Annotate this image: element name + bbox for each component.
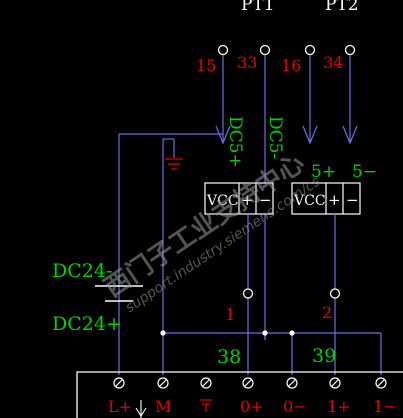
terminal-15-label: 15 xyxy=(196,56,216,75)
node-1-label: 1 xyxy=(225,305,235,324)
pt2-5minus-label: 5− xyxy=(352,162,377,182)
watermark-cn: 西门子工业支持中心 xyxy=(99,148,310,304)
sensor-block-pt1: VCC + − xyxy=(204,182,274,215)
junction-dots xyxy=(160,330,295,336)
dc24-minus-label: DC24- xyxy=(52,260,112,282)
channel-label-pt2: PT2 xyxy=(325,0,359,15)
supply-wires xyxy=(118,133,382,375)
module-label-m: M xyxy=(155,397,171,416)
pt2-plus-label: + xyxy=(328,191,341,209)
module-terminal-lplus xyxy=(113,377,125,389)
terminal-33-label: 33 xyxy=(237,53,257,72)
pt2-vcc-label: VCC xyxy=(293,193,326,209)
dc24-plus-label: DC24+ xyxy=(52,313,122,335)
module-label-0plus: 0+ xyxy=(240,397,264,416)
wire-38-label: 38 xyxy=(217,346,241,368)
pt1-dc5-minus-label: DC5- xyxy=(265,116,285,159)
node-2-label: 2 xyxy=(322,303,332,322)
module-terminal-1minus xyxy=(375,377,387,389)
module-terminal-0plus xyxy=(242,377,254,389)
analog-module xyxy=(76,371,403,418)
terminal-34-node xyxy=(344,44,356,56)
module-terminal-ground xyxy=(200,377,212,389)
pt2-minus-label: − xyxy=(346,191,359,209)
node-1-circle xyxy=(242,288,254,299)
pt1-minus-label: − xyxy=(259,191,272,209)
module-label-0minus: 0− xyxy=(283,397,307,416)
wire-39-label: 39 xyxy=(312,345,336,367)
pt1-vcc-label: VCC xyxy=(206,193,239,209)
sensor-block-pt2: VCC + − xyxy=(291,182,361,215)
watermark: 西门子工业支持中心 support.industry.siemens.com/c… xyxy=(99,148,323,316)
terminal-33-node xyxy=(259,44,271,56)
pt1-dc5-plus-label: DC5+ xyxy=(225,116,245,168)
module-terminals xyxy=(113,377,387,389)
node-2-circle xyxy=(329,288,341,299)
top-terminals xyxy=(217,44,356,56)
pt2-5plus-label: 5+ xyxy=(311,162,336,182)
pt1-plus-label: + xyxy=(241,191,254,209)
ground-icon xyxy=(165,158,183,170)
terminal-16-node xyxy=(304,44,316,56)
terminal-16-label: 16 xyxy=(281,56,301,75)
module-terminal-0minus xyxy=(286,377,298,389)
terminal-34-label: 34 xyxy=(323,53,343,72)
battery-icon xyxy=(95,285,143,302)
module-terminal-1plus xyxy=(329,377,341,389)
reference-arrow-icon xyxy=(135,400,147,418)
output-wires xyxy=(247,214,336,375)
module-label-lplus: L+ xyxy=(108,397,132,416)
module-label-1minus: 1− xyxy=(373,397,397,416)
terminal-15-node xyxy=(217,44,229,56)
module-label-ground-icon xyxy=(200,399,212,412)
channel-label-pt1: PT1 xyxy=(241,0,275,15)
module-label-1plus: 1+ xyxy=(327,397,351,416)
module-terminal-m xyxy=(157,377,169,389)
